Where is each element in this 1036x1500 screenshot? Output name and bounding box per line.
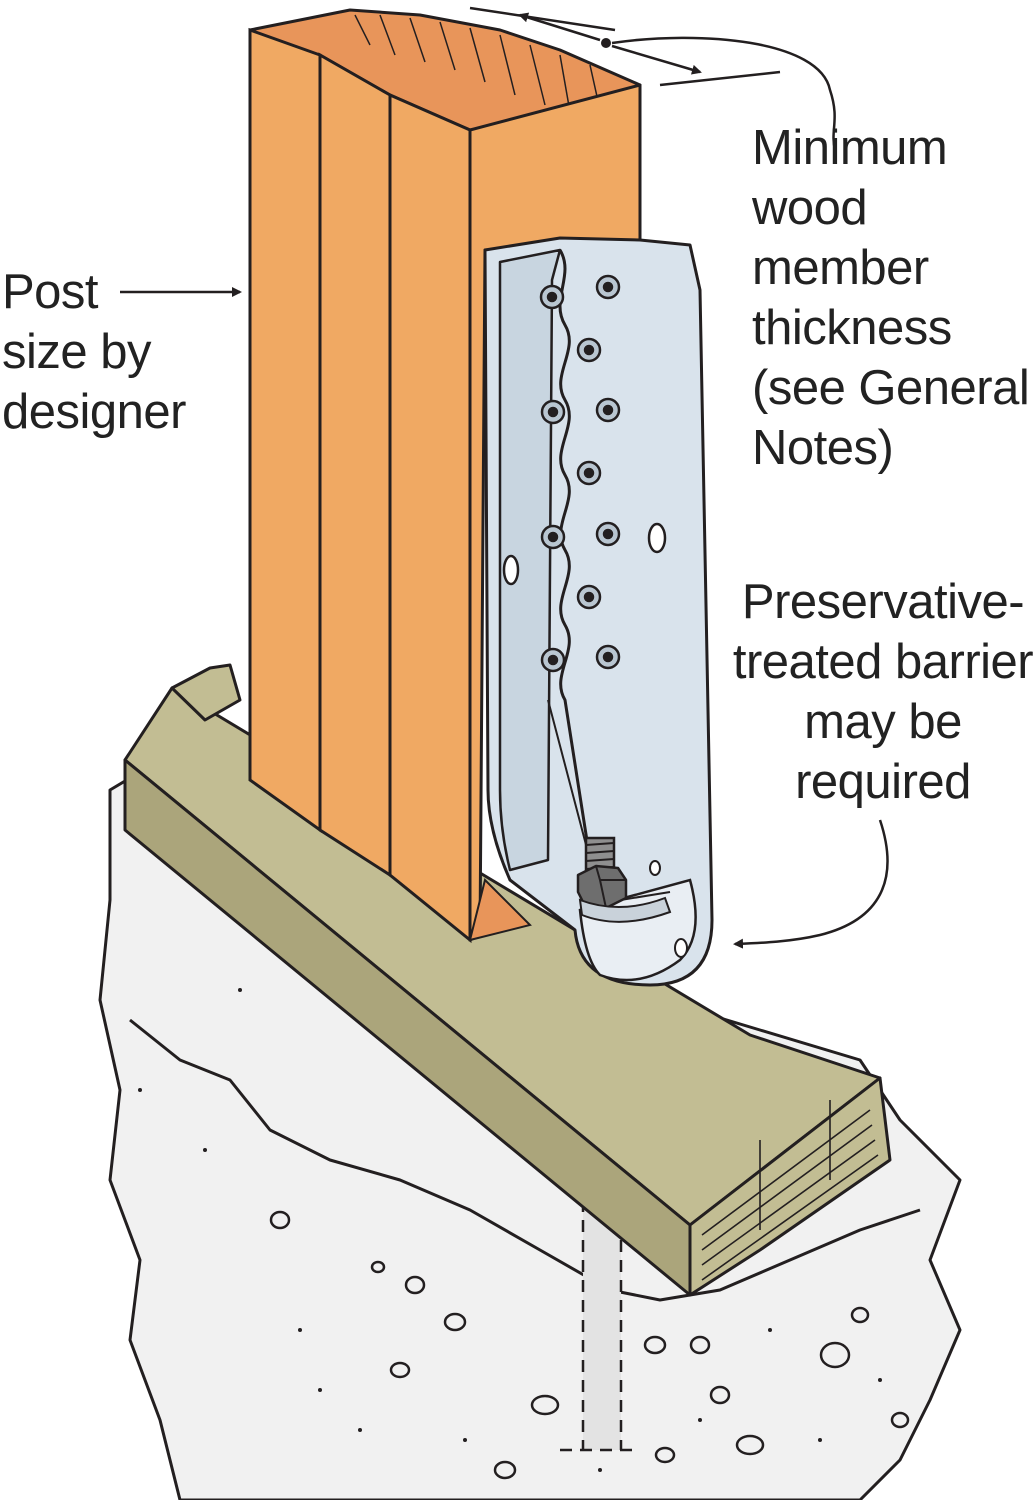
leader-lines bbox=[120, 287, 889, 949]
post-size-callout: Post size by designer bbox=[2, 262, 186, 442]
screw-icon bbox=[576, 337, 602, 363]
callout-line: Preservative- bbox=[741, 575, 1025, 629]
screw-icon bbox=[539, 284, 565, 310]
screw-icon bbox=[595, 521, 621, 547]
callout-line: treated barrier bbox=[732, 635, 1034, 689]
timber-post bbox=[248, 8, 642, 944]
callout-line: may be bbox=[804, 695, 962, 749]
callout-line: size by bbox=[2, 325, 152, 379]
callout-line: Minimum bbox=[752, 121, 948, 175]
callout-line: thickness bbox=[752, 301, 952, 355]
callout-line: member bbox=[752, 241, 929, 295]
screw-icon bbox=[576, 584, 602, 610]
bolt-icon bbox=[576, 836, 672, 923]
barrier-callout: Preservative- treated barrier may be req… bbox=[730, 572, 1036, 812]
arrow-icon bbox=[733, 819, 889, 949]
steel-bracket bbox=[483, 236, 714, 987]
arrow-icon bbox=[611, 44, 702, 75]
callout-line: Notes) bbox=[752, 421, 894, 475]
callout-line: (see General bbox=[752, 361, 1030, 415]
fastener-screws bbox=[539, 274, 621, 673]
callout-line: designer bbox=[2, 385, 186, 439]
screw-icon bbox=[540, 524, 566, 550]
min-thickness-callout: Minimum wood member thickness (see Gener… bbox=[752, 118, 1030, 478]
screw-icon bbox=[595, 397, 621, 423]
callout-line: wood bbox=[752, 181, 868, 235]
screw-icon bbox=[540, 647, 566, 673]
callout-line: Post bbox=[2, 265, 99, 319]
screw-icon bbox=[595, 644, 621, 670]
screw-icon bbox=[576, 460, 602, 486]
arrow-icon bbox=[518, 12, 601, 42]
dimension-arrows bbox=[469, 6, 837, 151]
screw-icon bbox=[595, 274, 621, 300]
callout-line: required bbox=[795, 755, 971, 809]
aggregate-stones bbox=[269, 1210, 910, 1480]
screw-icon bbox=[540, 399, 566, 425]
